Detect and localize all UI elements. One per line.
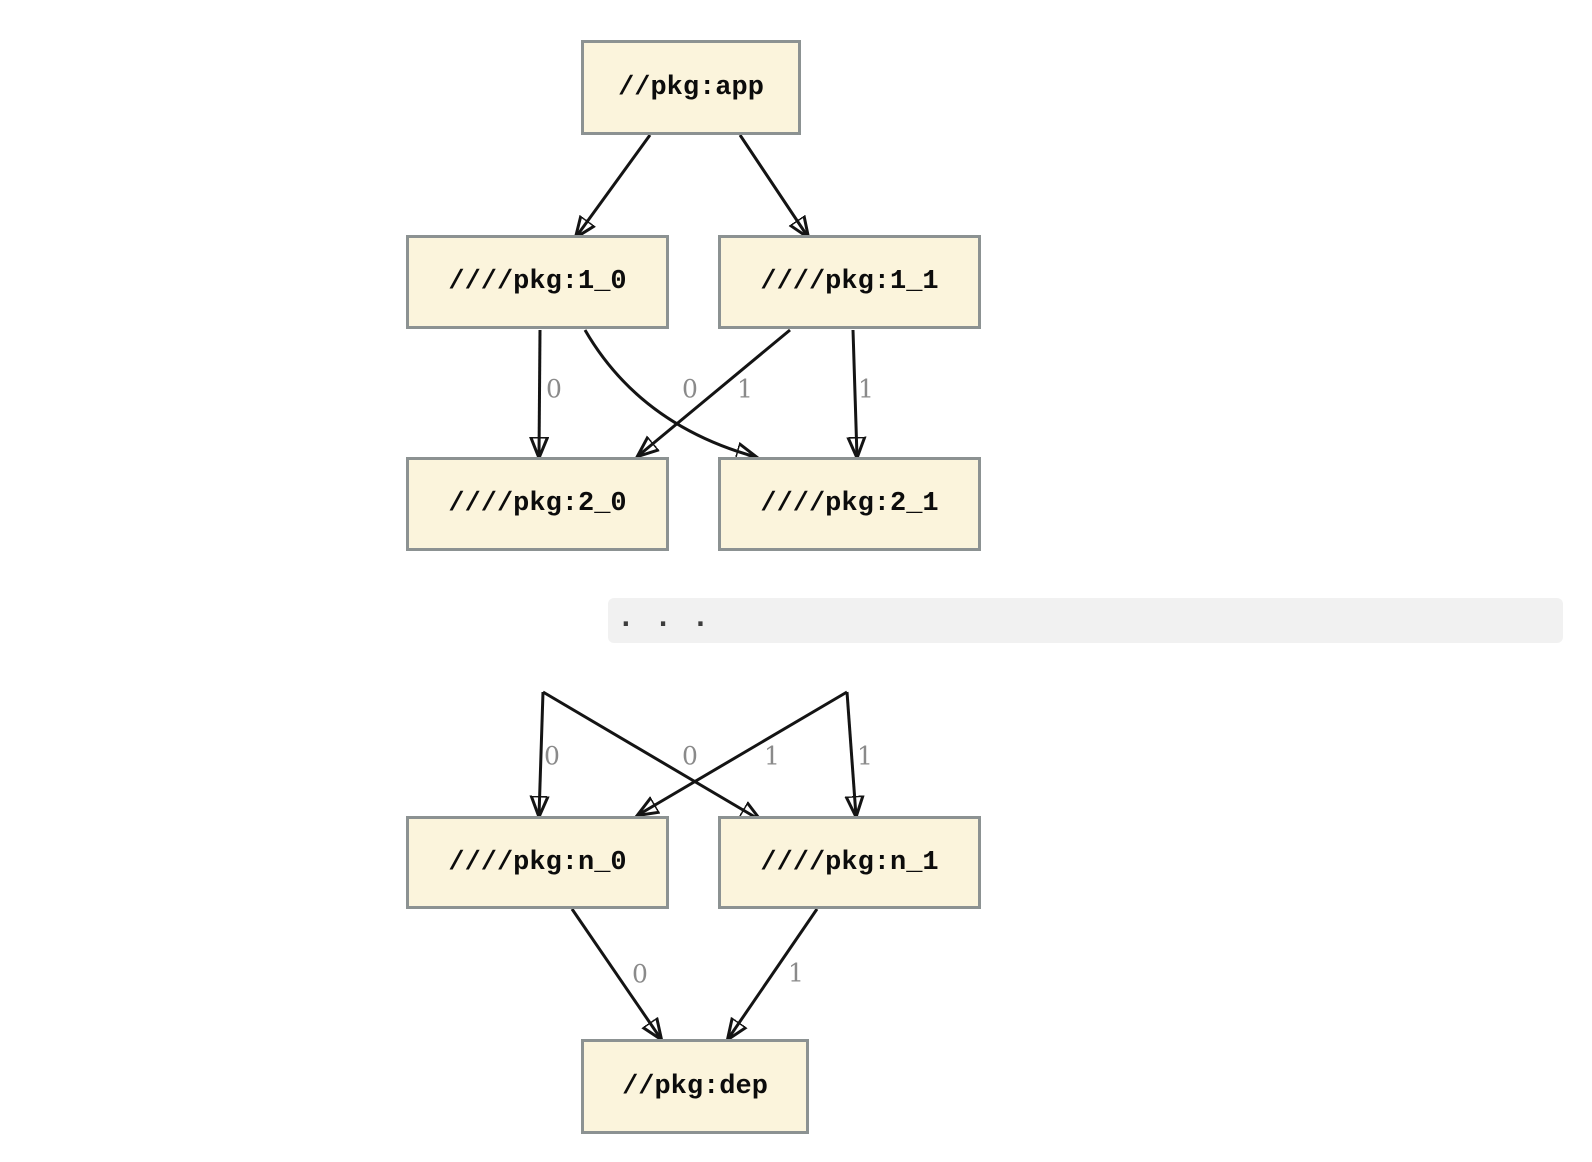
ellipsis-code-block: . . .: [608, 598, 1563, 643]
node-pkg-dep: //pkg:dep: [581, 1039, 809, 1134]
node-pkg-app: //pkg:app: [581, 40, 801, 135]
node-pkg-2_1: ////pkg:2_1: [718, 457, 981, 551]
node-pkg-2_0: ////pkg:2_0: [406, 457, 669, 551]
node-pkg-1_1: ////pkg:1_1: [718, 235, 981, 329]
edge-label-prev1-n_0: 1: [764, 741, 780, 771]
edge-1_1-to-2_0: [638, 328, 791, 456]
edge-label-n_0-dep: 0: [632, 959, 648, 989]
edge-prev1-to-n_0: [638, 690, 848, 815]
edge-1_1-to-2_1: [853, 329, 857, 457]
edge-label-1_1-2_0: 1: [737, 374, 753, 404]
edge-prev0-to-n_1: [542, 690, 760, 820]
node-pkg-n_0: ////pkg:n_0: [406, 816, 669, 909]
node-pkg-n_1: ////pkg:n_1: [718, 816, 981, 909]
edge-label-1_0-2_1: 0: [682, 374, 698, 404]
edge-prev0-to-n_0: [539, 691, 543, 816]
edge-n_0-to-dep: [570, 908, 661, 1039]
edge-1_0-to-2_0: [539, 329, 540, 457]
edge-label-n_1-dep: 1: [788, 958, 804, 988]
node-pkg-1_0: ////pkg:1_0: [406, 235, 669, 329]
edge-prev1-to-n_1: [847, 691, 856, 816]
edge-1_0-to-2_1: [583, 329, 756, 457]
edge-n_1-to-dep: [728, 908, 819, 1039]
edge-label-prev1-n_1: 1: [857, 741, 873, 771]
ellipsis-dots: . . .: [618, 603, 712, 633]
edge-label-1_1-2_1: 1: [858, 374, 874, 404]
edge-label-1_0-2_0: 0: [546, 374, 562, 404]
edge-label-prev0-n_1: 0: [682, 741, 698, 771]
edge-label-prev0-n_0: 0: [544, 741, 560, 771]
edge-app-to-1_0: [576, 134, 652, 237]
edge-app-to-1_1: [738, 134, 808, 237]
